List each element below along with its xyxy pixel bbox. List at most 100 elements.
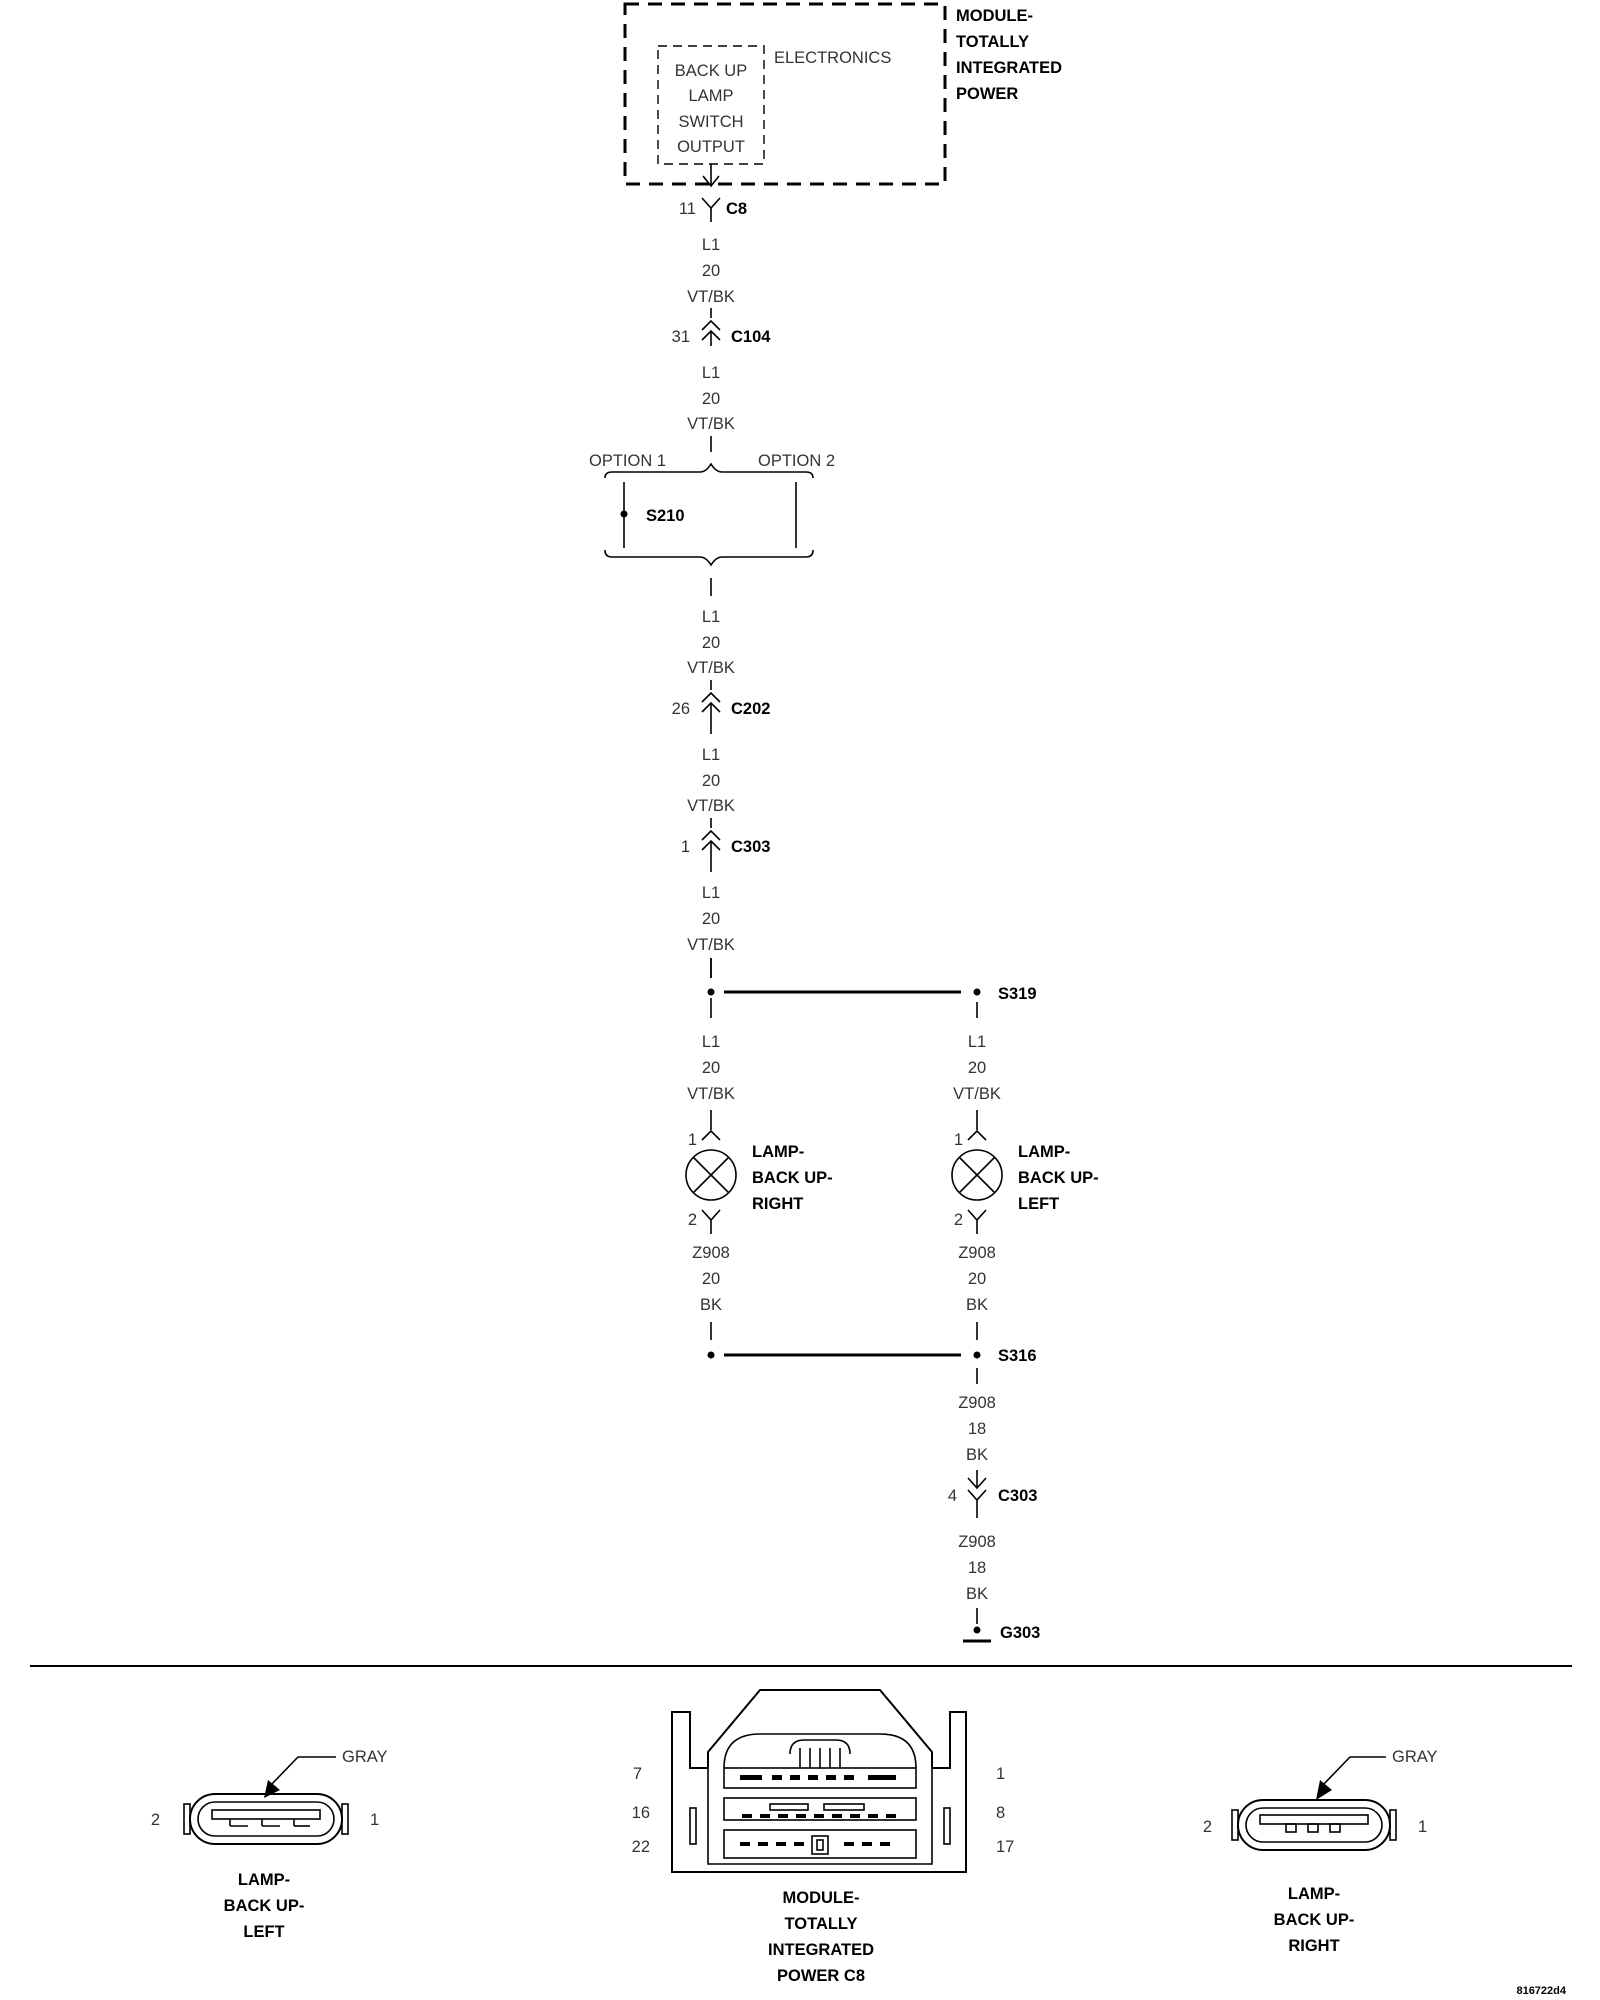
c303-top-pin: 1 bbox=[681, 838, 690, 856]
s319-left-dot bbox=[707, 988, 715, 996]
wire-color: BK bbox=[966, 1585, 988, 1603]
lamp-left-pin-2: 2 bbox=[954, 1211, 963, 1229]
module-view-pin-1: 1 bbox=[996, 1765, 1005, 1783]
right-view-line-1: LAMP- bbox=[1288, 1885, 1340, 1903]
wire-gauge: 20 bbox=[702, 1059, 720, 1077]
module-view-pin-22: 22 bbox=[632, 1838, 650, 1856]
wire-color: VT/BK bbox=[687, 415, 735, 433]
left-view-line-3: LEFT bbox=[243, 1923, 284, 1941]
switch-line-4: OUTPUT bbox=[677, 138, 745, 156]
wire-circuit: L1 bbox=[702, 608, 720, 626]
right-view-color: GRAY bbox=[1392, 1748, 1438, 1766]
c303-top-label: C303 bbox=[731, 838, 770, 856]
connector-view-lamp-right: GRAY 2 1 LAMP- BACK UP- RIGHT bbox=[1203, 1748, 1438, 1955]
lamp-right-line-3: RIGHT bbox=[752, 1195, 803, 1213]
c8-pin: 11 bbox=[679, 200, 696, 218]
right-view-pin-right: 1 bbox=[1418, 1818, 1427, 1836]
wire-gauge: 20 bbox=[702, 910, 720, 928]
s210-label: S210 bbox=[646, 507, 685, 525]
module-view-line-1: MODULE- bbox=[783, 1889, 860, 1907]
s319-junction: S319 bbox=[707, 958, 1037, 1018]
module-view-pin-16: 16 bbox=[632, 1804, 650, 1822]
wire-circuit: Z908 bbox=[958, 1533, 996, 1551]
lamp-left-pin-1: 1 bbox=[954, 1131, 963, 1149]
wire-gauge: 20 bbox=[702, 772, 720, 790]
lamp-right-line-2: BACK UP- bbox=[752, 1169, 833, 1187]
wire-gauge: 20 bbox=[968, 1270, 986, 1288]
module-view-pin-8: 8 bbox=[996, 1804, 1005, 1822]
wire-color: VT/BK bbox=[953, 1085, 1001, 1103]
wire-label-5: L1 20 VT/BK bbox=[687, 884, 735, 954]
module-view-line-3: INTEGRATED bbox=[768, 1941, 874, 1959]
wire-color: VT/BK bbox=[687, 288, 735, 306]
main-wire bbox=[701, 164, 721, 1018]
c303-bottom-label: C303 bbox=[998, 1487, 1037, 1505]
wire-circuit: Z908 bbox=[958, 1244, 996, 1262]
ground-dot bbox=[973, 1626, 981, 1634]
wire-circuit: Z908 bbox=[692, 1244, 730, 1262]
figure-id: 816722d4 bbox=[1516, 1985, 1566, 1997]
wire-circuit: L1 bbox=[702, 364, 720, 382]
wire-gauge: 20 bbox=[702, 1270, 720, 1288]
wire-gauge: 20 bbox=[702, 262, 720, 280]
right-view-pin-left: 2 bbox=[1203, 1818, 1212, 1836]
wire-circuit: Z908 bbox=[958, 1394, 996, 1412]
wire-label-7: L1 20 VT/BK bbox=[687, 1033, 735, 1103]
wire-gauge: 20 bbox=[968, 1059, 986, 1077]
s316-right-dot bbox=[973, 1351, 981, 1359]
wire-circuit: L1 bbox=[702, 746, 720, 764]
wire-gauge: 20 bbox=[702, 390, 720, 408]
s319-right-dot bbox=[973, 988, 981, 996]
wire-circuit: L1 bbox=[702, 1033, 720, 1051]
lamp-left-line-3: LEFT bbox=[1018, 1195, 1059, 1213]
s319-label: S319 bbox=[998, 985, 1037, 1003]
lamp-right-pin-2: 2 bbox=[688, 1211, 697, 1229]
c303-bottom-connector: 4 C303 bbox=[948, 1470, 1037, 1518]
option-1-label: OPTION 1 bbox=[589, 452, 666, 470]
module-view-line-2: TOTALLY bbox=[784, 1915, 857, 1933]
left-view-pin-left: 2 bbox=[151, 1811, 160, 1829]
c202-pin: 26 bbox=[672, 700, 690, 718]
s316-junction: S316 bbox=[707, 1322, 1037, 1384]
module-name-line-2: TOTALLY bbox=[956, 33, 1029, 51]
wire-label-1: L1 20 VT/BK bbox=[687, 236, 735, 306]
option-bracket: OPTION 1 OPTION 2 S210 bbox=[589, 452, 835, 567]
right-view-line-2: BACK UP- bbox=[1274, 1911, 1355, 1929]
c104-label: C104 bbox=[731, 328, 771, 346]
c202-label: C202 bbox=[731, 700, 770, 718]
switch-line-1: BACK UP bbox=[675, 62, 747, 80]
wire-color: BK bbox=[700, 1296, 722, 1314]
lamp-bulb-icon bbox=[685, 1149, 737, 1201]
wire-gauge: 20 bbox=[702, 634, 720, 652]
left-view-line-1: LAMP- bbox=[238, 1871, 290, 1889]
ground-label: G303 bbox=[1000, 1624, 1040, 1642]
ground-g303: G303 bbox=[963, 1608, 1040, 1643]
s210-splice-dot bbox=[620, 510, 628, 518]
wire-color: VT/BK bbox=[687, 659, 735, 677]
module-view-line-4: POWER C8 bbox=[777, 1967, 865, 1985]
wire-label-2: L1 20 VT/BK bbox=[687, 364, 735, 433]
s316-left-dot bbox=[707, 1351, 715, 1359]
s316-label: S316 bbox=[998, 1347, 1037, 1365]
c303-bottom-pin: 4 bbox=[948, 1487, 957, 1505]
module-name-line-1: MODULE- bbox=[956, 7, 1033, 25]
module-name-line-4: POWER bbox=[956, 85, 1018, 103]
connector-view-lamp-left: GRAY 2 1 LAMP- BACK UP- LEFT bbox=[151, 1748, 388, 1941]
module-view-pin-7: 7 bbox=[633, 1765, 642, 1783]
wire-gauge: 18 bbox=[968, 1559, 986, 1577]
wire-color: VT/BK bbox=[687, 1085, 735, 1103]
wire-label-4: L1 20 VT/BK bbox=[687, 746, 735, 815]
wire-label-9: Z908 20 BK bbox=[958, 1244, 996, 1314]
wire-label-3: L1 20 VT/BK bbox=[687, 608, 735, 677]
lamp-back-up-left: 1 2 LAMP- BACK UP- LEFT bbox=[951, 1110, 1099, 1234]
wire-color: VT/BK bbox=[687, 936, 735, 954]
wire-circuit: L1 bbox=[968, 1033, 986, 1051]
right-view-line-3: RIGHT bbox=[1288, 1937, 1339, 1955]
wire-color: BK bbox=[966, 1446, 988, 1464]
module-name-line-3: INTEGRATED bbox=[956, 59, 1062, 77]
wire-label-11: Z908 18 BK bbox=[958, 1533, 996, 1603]
c8-label: C8 bbox=[726, 200, 747, 218]
electronics-label: ELECTRONICS bbox=[774, 49, 891, 67]
lamp-bulb-icon bbox=[951, 1149, 1003, 1201]
